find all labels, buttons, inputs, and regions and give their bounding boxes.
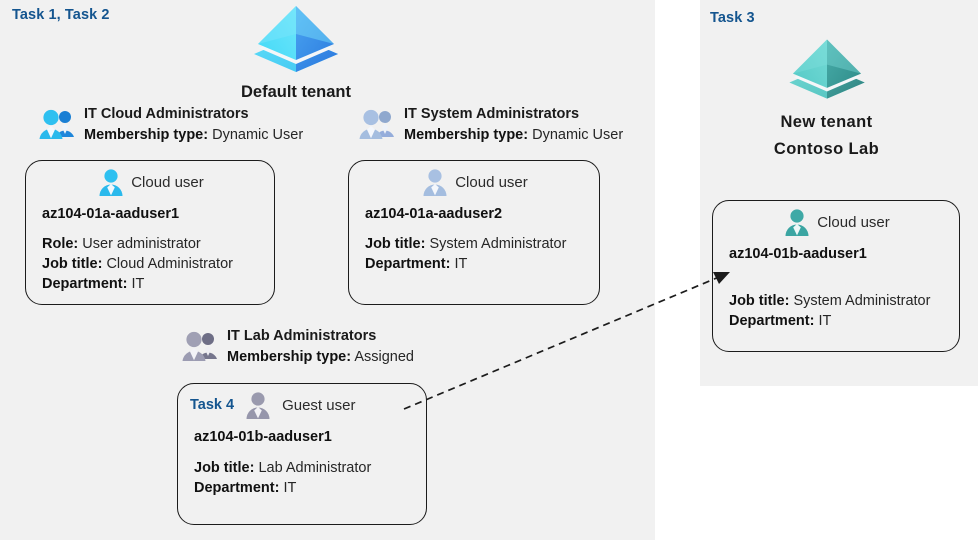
card-username: az104-01b-aaduser1 [194, 429, 332, 445]
task-label-4: Task 4 [190, 397, 235, 413]
task-label-1-2: Task 1, Task 2 [12, 7, 110, 23]
card-property-label: Role: [42, 236, 79, 252]
group-membership-value: Assigned [354, 349, 414, 366]
card-property-label: Job title: [729, 293, 790, 309]
card-property-label: Department: [42, 275, 128, 292]
cloud-user-icon [99, 169, 123, 196]
group-membership-label: Membership type: [84, 127, 209, 144]
card-user-type: Cloud user [455, 173, 528, 191]
group-membership-value: Dynamic User [532, 127, 624, 144]
new-tenant-title-line2: Contoso Lab [773, 140, 880, 159]
guest-user-icon [246, 392, 270, 419]
new-tenant-title-line1: New tenant [780, 113, 873, 131]
group-text-block: IT Cloud Administrators Membership type:… [84, 105, 303, 146]
card-property-row: Role: User administrator [42, 235, 274, 255]
card-property-row: Job title: System Administrator [365, 235, 599, 255]
card-property-label: Job title: [42, 255, 103, 272]
task-label-3: Task 3 [710, 10, 755, 26]
group-text-block: IT Lab Administrators Membership type: A… [227, 327, 414, 368]
azure-tenant-pyramid-icon [254, 6, 338, 72]
card-username: az104-01a-aaduser2 [365, 206, 503, 222]
group-it-system-administrators: IT System Administrators Membership type… [357, 105, 623, 146]
card-user-type: Guest user [282, 396, 356, 414]
group-users-icon [359, 109, 394, 139]
group-users-icon [39, 109, 74, 139]
card-property-label: Department: [194, 479, 280, 496]
user-card-az104-01a-aaduser1[interactable]: Cloud user az104-01a-aaduser1 Role: User… [25, 160, 275, 305]
card-property-value: IT [131, 275, 145, 292]
group-name: IT Lab Administrators [227, 328, 377, 344]
card-property-label: Job title: [365, 236, 426, 252]
card-property-row: Job title: System Administrator [729, 292, 959, 312]
card-property-value: System Administrator [793, 293, 931, 309]
card-property-row: Job title: Lab Administrator [194, 459, 426, 479]
group-membership-label: Membership type: [404, 127, 529, 144]
group-users-icon [182, 331, 217, 361]
card-property-value: IT [454, 255, 468, 272]
group-membership-type: Membership type: Assigned [227, 348, 414, 367]
group-membership-label: Membership type: [227, 349, 352, 366]
user-card-guest-az104-01b-aaduser1[interactable]: Task 4 Guest user az104-01b-aaduser1 Job… [177, 383, 427, 525]
group-membership-type: Membership type: Dynamic User [84, 126, 303, 145]
default-tenant-panel [0, 0, 655, 540]
user-card-az104-01b-aaduser1[interactable]: Cloud user az104-01b-aaduser1 Job title:… [712, 200, 960, 352]
card-property-value: Cloud Administrator [106, 255, 233, 272]
card-properties: Role: User administrator Job title: Clou… [26, 235, 274, 295]
card-username: az104-01a-aaduser1 [42, 206, 180, 222]
card-property-value: User administrator [82, 236, 201, 252]
group-it-cloud-administrators: IT Cloud Administrators Membership type:… [37, 105, 303, 146]
card-properties: Job title: System Administrator Departme… [713, 292, 959, 332]
card-property-value: System Administrator [429, 236, 567, 252]
card-property-value: IT [283, 479, 297, 496]
card-property-label: Department: [729, 312, 815, 329]
card-header: Cloud user [26, 167, 274, 197]
card-header: Cloud user [713, 207, 959, 237]
group-text-block: IT System Administrators Membership type… [404, 105, 623, 146]
card-property-row: Department: IT [365, 255, 599, 275]
cloud-user-icon [423, 169, 447, 196]
card-header: Task 4 Guest user [178, 390, 426, 420]
card-header: Cloud user [349, 167, 599, 197]
group-membership-type: Membership type: Dynamic User [404, 126, 623, 145]
card-property-row: Department: IT [729, 312, 959, 332]
default-tenant-title: Default tenant [240, 83, 351, 101]
card-properties: Job title: System Administrator Departme… [349, 235, 599, 275]
card-properties: Job title: Lab Administrator Department:… [178, 459, 426, 499]
group-membership-value: Dynamic User [212, 127, 304, 144]
user-card-az104-01a-aaduser2[interactable]: Cloud user az104-01a-aaduser2 Job title:… [348, 160, 600, 305]
card-property-label: Job title: [194, 460, 255, 476]
group-it-lab-administrators: IT Lab Administrators Membership type: A… [180, 327, 414, 368]
card-user-type: Cloud user [131, 173, 204, 191]
azure-tenant-pyramid-icon [788, 39, 865, 99]
card-property-row: Department: IT [42, 275, 274, 295]
card-property-row: Job title: Cloud Administrator [42, 255, 274, 275]
group-name: IT Cloud Administrators [84, 106, 249, 122]
group-name: IT System Administrators [404, 106, 580, 122]
card-username: az104-01b-aaduser1 [729, 246, 867, 262]
card-property-value: Lab Administrator [258, 460, 372, 476]
cloud-user-icon [785, 209, 809, 236]
card-property-label: Department: [365, 255, 451, 272]
card-property-row: Department: IT [194, 479, 426, 499]
default-tenant-block: Default tenant [196, 2, 396, 103]
new-tenant-block: New tenant Contoso Lab [714, 34, 939, 160]
card-property-value: IT [818, 312, 832, 329]
card-user-type: Cloud user [817, 213, 890, 231]
